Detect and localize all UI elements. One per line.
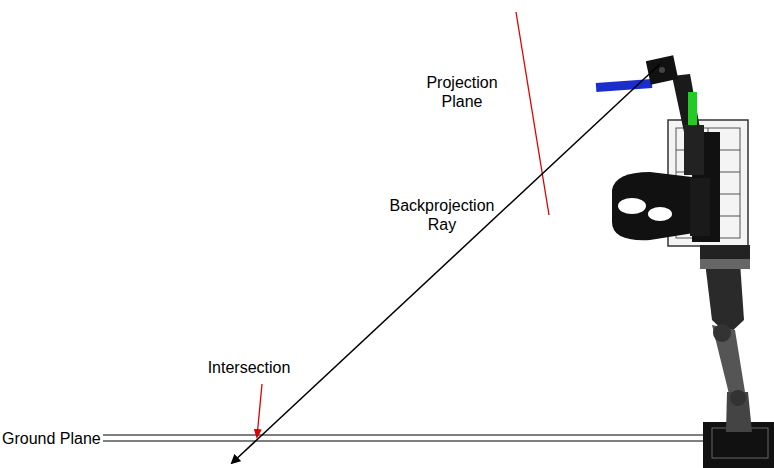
robot-neck — [672, 74, 704, 175]
projection-plane — [516, 12, 549, 215]
intersection-leader — [257, 384, 262, 437]
ground-label: Ground Plane — [2, 429, 103, 448]
backprojection-ray — [232, 64, 660, 463]
robot-arm — [612, 172, 710, 240]
intersection-label: Intersection — [189, 358, 309, 377]
ground-plane — [98, 435, 774, 441]
robot-legs — [700, 255, 752, 432]
plane-label: Projection Plane — [410, 73, 514, 111]
ray-label: Backprojection Ray — [378, 196, 506, 234]
